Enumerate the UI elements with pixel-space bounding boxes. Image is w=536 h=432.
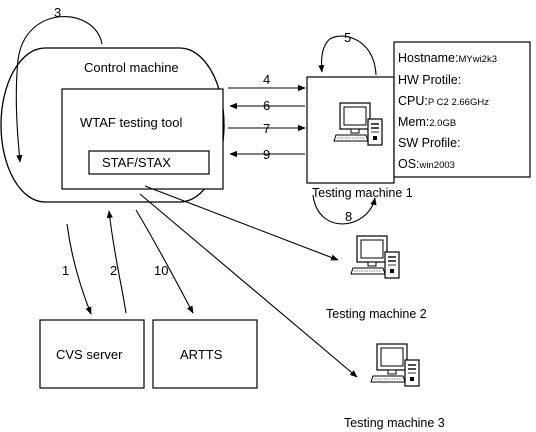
- arrow-to-testing-machine-3: [139, 193, 358, 378]
- hw-profile-line: HW Protile:: [398, 73, 461, 87]
- staf-stax-label: STAF/STAX: [102, 155, 171, 170]
- arrow-step-2: [106, 210, 127, 314]
- mem-line: Mem:2.0GB: [398, 115, 456, 129]
- computer-icon: [370, 343, 420, 387]
- step-6-label: 6: [263, 98, 270, 113]
- os-line: OS:win2003: [398, 157, 455, 171]
- control-machine-title: Control machine: [84, 60, 179, 75]
- arrow-to-testing-machine-2: [144, 185, 339, 261]
- cvs-server-box: [39, 319, 145, 389]
- artts-box: [152, 319, 258, 389]
- step-4-label: 4: [263, 72, 270, 87]
- artts-label: ARTTS: [180, 347, 223, 362]
- step-10-label: 10: [154, 263, 168, 278]
- step-9-label: 9: [263, 147, 270, 162]
- wtaf-tool-label: WTAF testing tool: [80, 115, 182, 130]
- arrow-step-10: [135, 209, 194, 314]
- step-2-label: 2: [110, 263, 117, 278]
- step-1-label: 1: [62, 263, 69, 278]
- arrow-step-3: [15, 16, 103, 163]
- staf-stax-box: [88, 150, 210, 175]
- testing-machine-2-label: Testing machine 2: [326, 307, 427, 321]
- computer-icon: [350, 235, 400, 279]
- step-7-label: 7: [263, 121, 270, 136]
- arrow-step-5: [318, 35, 377, 76]
- step-3-label: 3: [54, 5, 61, 20]
- arrow-step-1: [66, 223, 92, 315]
- step-5-label: 5: [344, 30, 351, 45]
- cpu-line: CPU:P C2 2.66GHz: [398, 94, 489, 108]
- cvs-server-label: CVS server: [56, 347, 123, 362]
- step-8-label: 8: [345, 209, 352, 224]
- testing-machine-3-label: Testing machine 3: [344, 416, 445, 430]
- arrow-step-8: [312, 194, 377, 225]
- hostname-line: Hostname:MYwi2k3: [398, 51, 497, 65]
- testing-machine-1-label: Testing machine 1: [312, 186, 413, 200]
- machine-profile-box: [393, 41, 531, 178]
- sw-profile-line: SW Profile:: [398, 136, 461, 150]
